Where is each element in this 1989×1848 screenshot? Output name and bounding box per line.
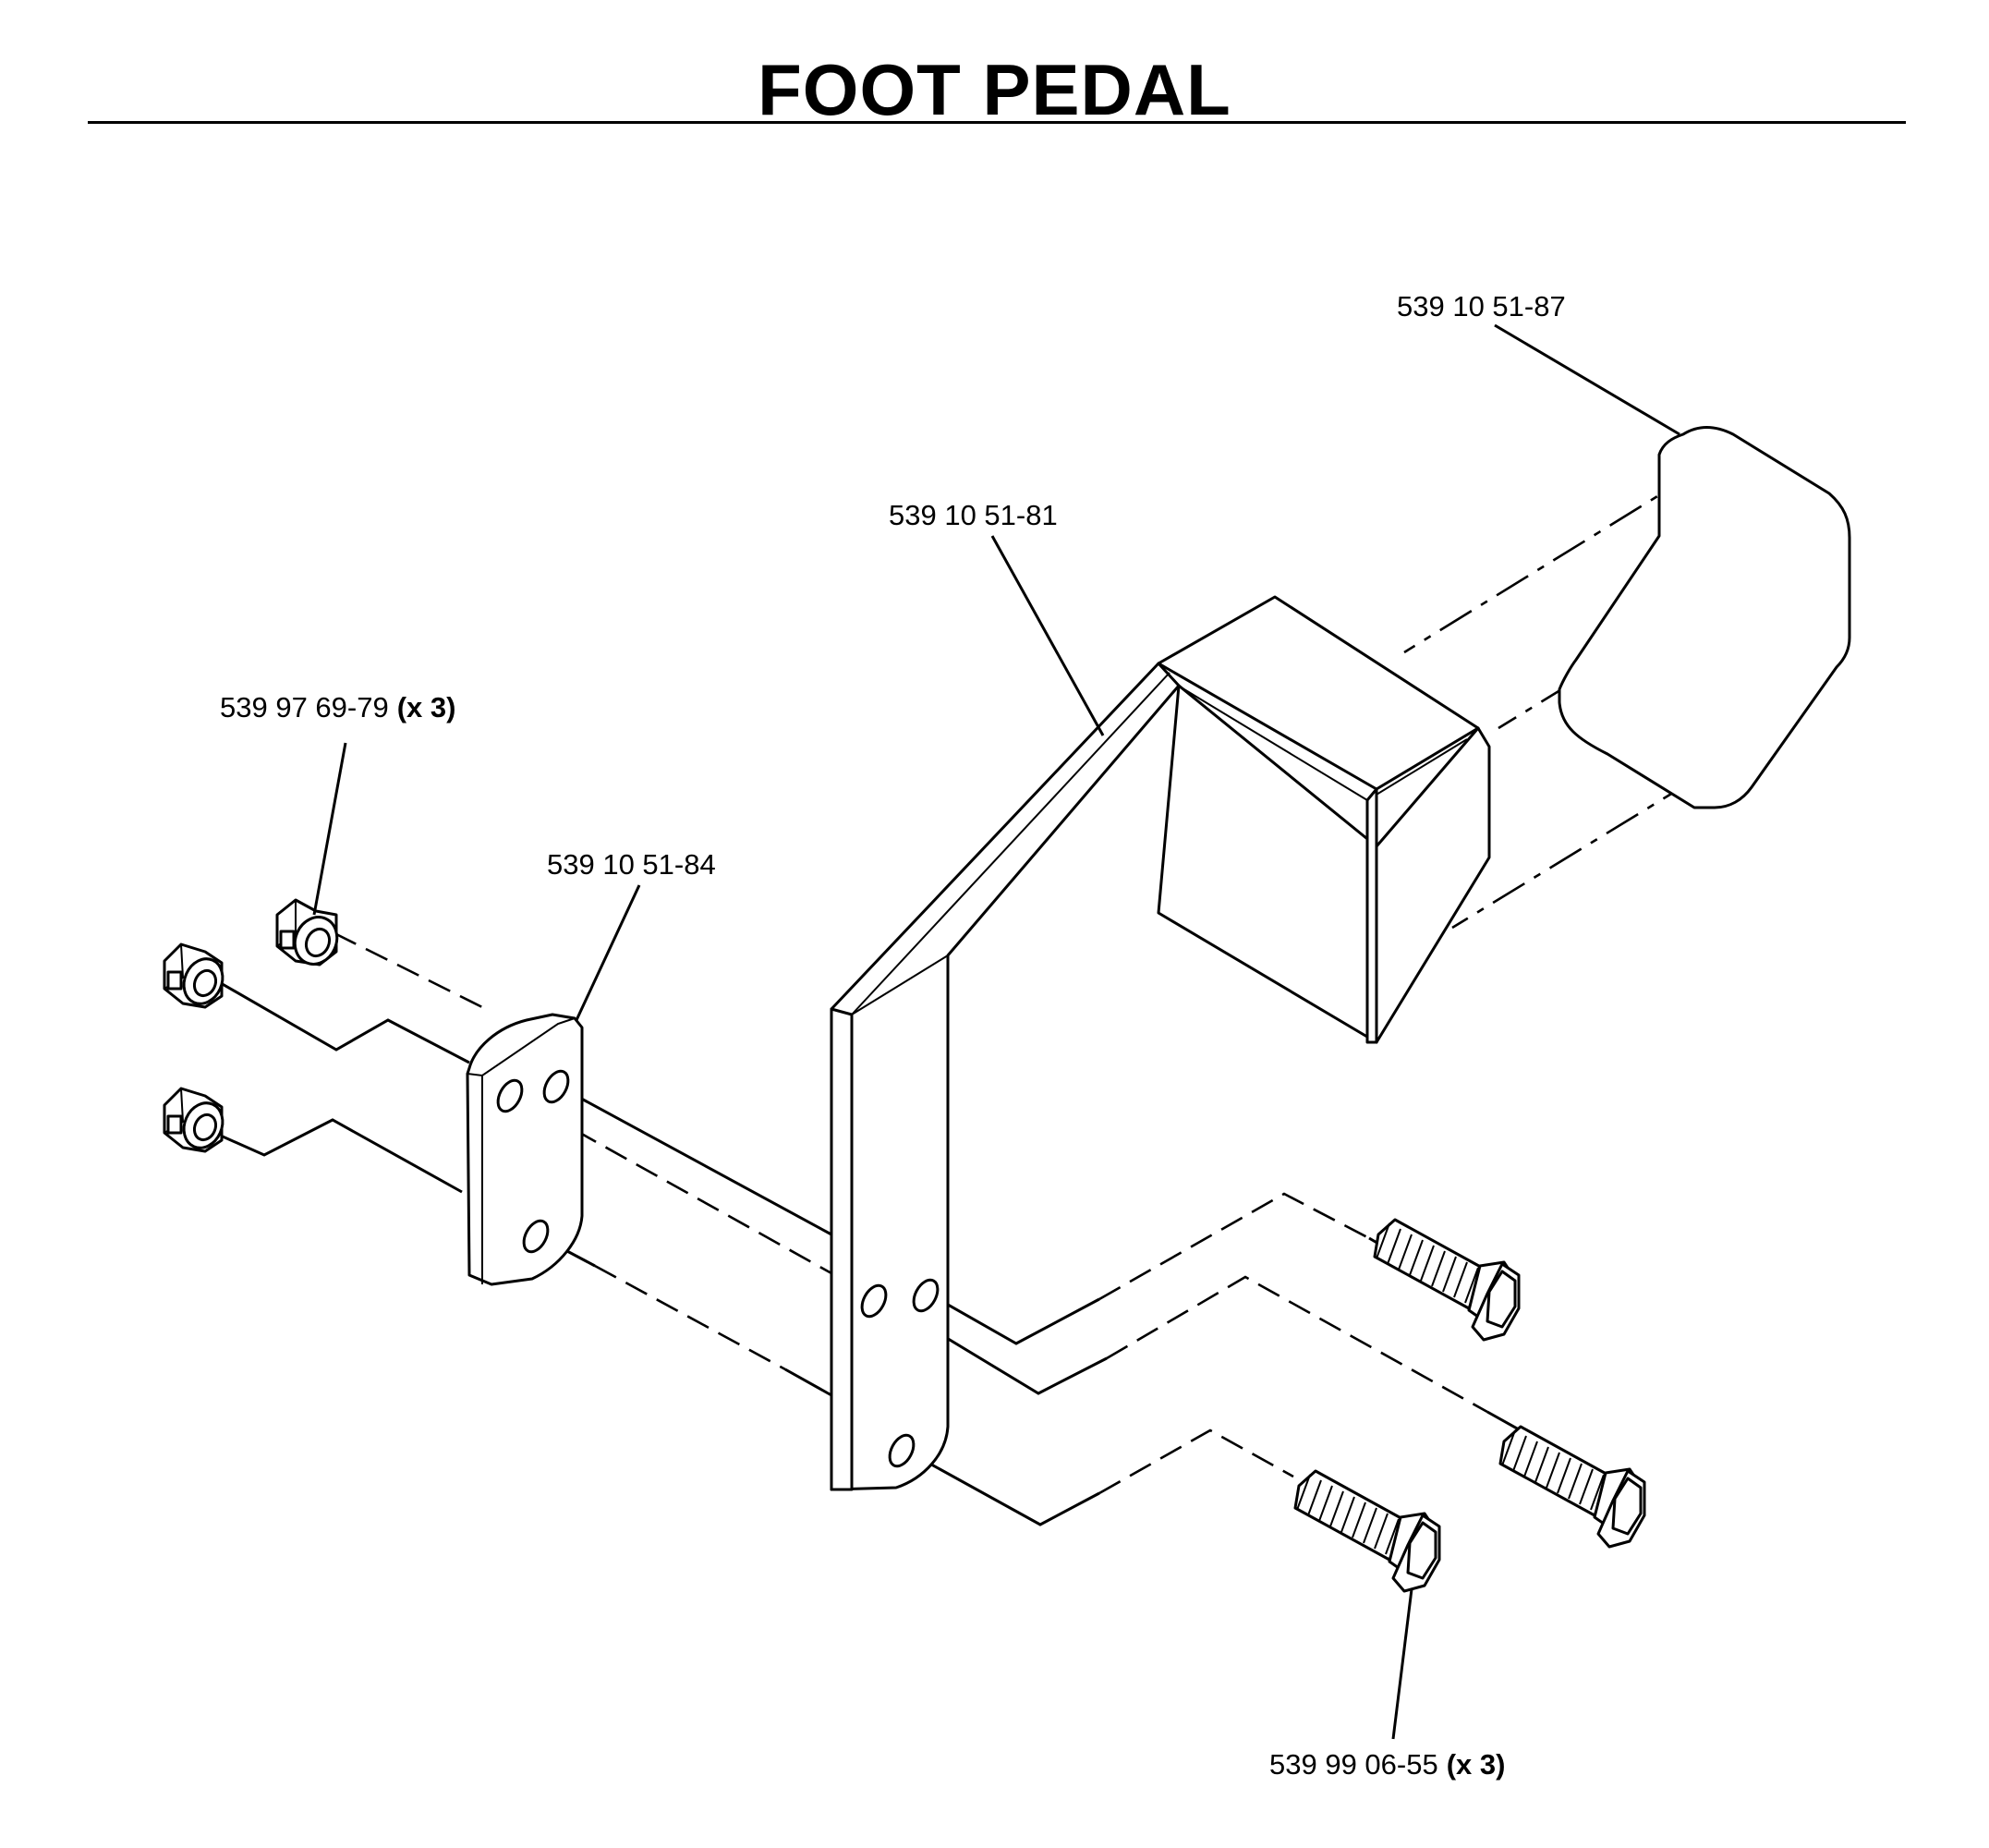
bolt-upper (1373, 1218, 1521, 1342)
assembly-lines (213, 469, 1801, 1526)
part-label-pedal-pad: 539 10 51-87 (1397, 290, 1566, 322)
part-label-backing-plate: 539 10 51-84 (547, 848, 716, 881)
pedal-pad (1558, 426, 1851, 809)
leader-lines (312, 323, 1680, 1740)
pedal-bracket (830, 595, 1491, 1491)
backing-plate (466, 1013, 584, 1286)
part-label-bracket: 539 10 51-81 (889, 499, 1058, 531)
title-rule (88, 121, 1906, 124)
lock-nut-bottom (163, 1087, 224, 1153)
bolt-lower (1293, 1469, 1441, 1593)
part-label-lock-nut: 539 97 69-79(x 3) (220, 691, 455, 723)
page-title: FOOT PEDAL (758, 49, 1231, 130)
lock-nut-middle (163, 942, 224, 1009)
bolt-right (1498, 1425, 1646, 1549)
part-label-bolt: 539 99 06-55(x 3) (1269, 1748, 1505, 1781)
lock-nut-top (275, 898, 339, 967)
